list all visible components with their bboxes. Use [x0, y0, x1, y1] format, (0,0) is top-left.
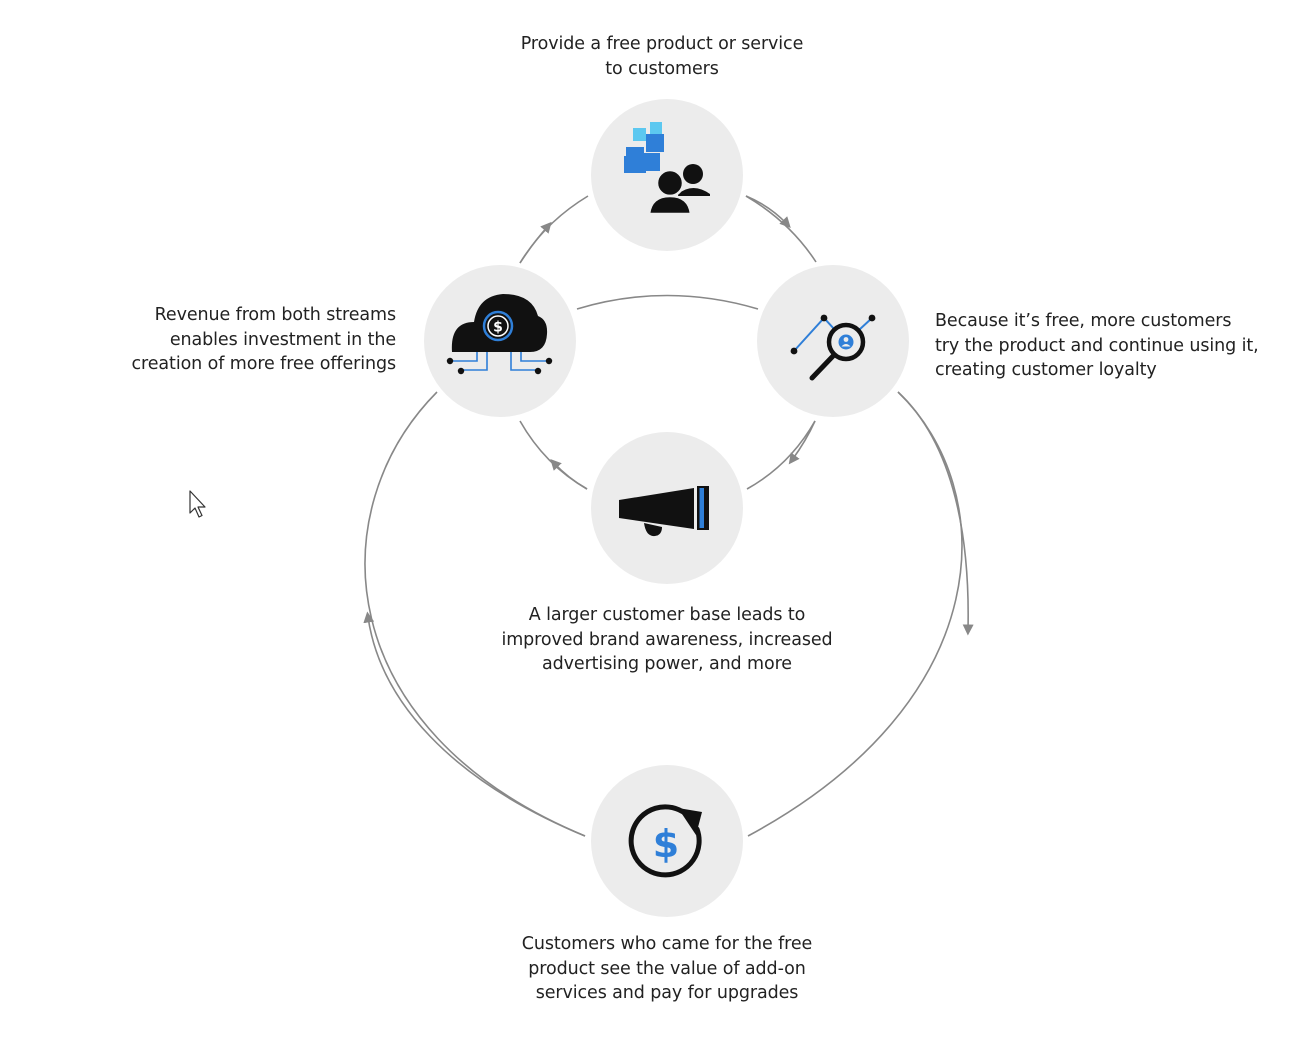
connector-left-to-top-arrow	[519, 221, 552, 264]
connector-right-to-center	[746, 420, 816, 490]
caption-line: to customers	[605, 58, 719, 79]
dollar-refresh-icon: $	[628, 804, 702, 878]
magnifier-analytics-icon	[790, 314, 876, 381]
connector-right-to-center-arrow	[788, 420, 816, 465]
caption-line: enables investment in the	[169, 329, 396, 350]
caption-line: Customers who came for the free	[521, 934, 813, 954]
step-caption-left: Revenue from both streams enables invest…	[96, 303, 397, 377]
connector-center-to-left	[519, 420, 588, 490]
step-caption-top: Provide a free product or service to cus…	[462, 32, 862, 81]
caption-line: creating customer loyalty	[935, 360, 1157, 380]
connectors	[363, 195, 974, 837]
cloud-dollar-icon: $	[446, 294, 553, 375]
caption-line: improved brand awareness, increased	[501, 629, 833, 650]
connector-right-to-bottom-arrow	[897, 391, 974, 636]
connector-left-to-top	[519, 195, 589, 264]
node-bottom	[591, 765, 743, 917]
caption-line: A larger customer base leads to	[528, 605, 806, 625]
free-product-customers-icon	[624, 122, 710, 216]
caption-line: advertising power, and more	[542, 654, 792, 674]
svg-text:$: $	[493, 320, 503, 336]
caption-line: Because it’s free, more customers	[935, 311, 1232, 331]
connector-top-to-right-arrow	[745, 195, 791, 228]
caption-line: creation of more free offerings	[131, 354, 397, 374]
megaphone-icon	[619, 486, 709, 537]
connector-top-to-right	[745, 195, 817, 263]
caption-line: try the product and continue using it,	[935, 335, 1259, 356]
caption-line: Provide a free product or service	[520, 34, 804, 54]
step-caption-center: A larger customer base leads to improved…	[467, 603, 867, 677]
svg-text:$: $	[653, 822, 679, 866]
caption-line: Revenue from both streams	[154, 305, 396, 325]
connector-center-to-left-arrow	[550, 458, 588, 490]
connector-bottom-to-left-arrow	[363, 611, 586, 837]
connector-left-to-right-arc	[576, 294, 759, 310]
step-caption-bottom: Customers who came for the free product …	[467, 932, 867, 1006]
mouse-pointer-icon	[189, 490, 206, 518]
caption-line: product see the value of add-on	[528, 958, 806, 979]
step-caption-right: Because it’s free, more customers try th…	[935, 309, 1295, 383]
caption-line: services and pay for upgrades	[535, 983, 799, 1003]
